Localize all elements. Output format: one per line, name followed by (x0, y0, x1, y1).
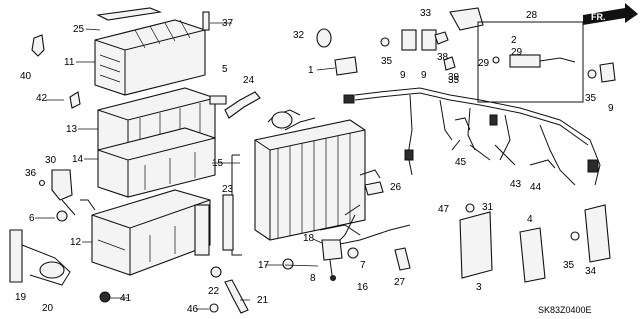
callout-18: 18 (303, 233, 315, 244)
callout-39: 39 (448, 72, 460, 83)
callout-44: 44 (530, 182, 542, 193)
callout-22: 22 (208, 286, 220, 297)
callout-46: 46 (187, 304, 199, 315)
wire-harness (343, 87, 601, 186)
callout-9a: 9 (400, 70, 406, 81)
hoses (209, 91, 411, 314)
callout-36: 36 (25, 168, 37, 179)
callout-9c: 9 (608, 103, 614, 114)
callout-23: 23 (222, 184, 234, 195)
upper-housing (94, 7, 206, 96)
diagram-code: SK83Z0400E (538, 305, 592, 315)
callout-12: 12 (70, 237, 82, 248)
callout-3: 3 (476, 282, 482, 293)
sensor-30 (51, 169, 76, 216)
callout-40: 40 (20, 71, 32, 82)
callout-14: 14 (72, 154, 84, 165)
callout-28: 28 (526, 10, 538, 21)
callout-33: 33 (420, 8, 432, 19)
callout-1: 1 (308, 65, 314, 76)
callout-11: 11 (64, 57, 75, 68)
callout-29b: 29 (478, 58, 490, 69)
callout-35c: 35 (563, 260, 575, 271)
callout-2: 2 (511, 35, 517, 46)
leader-lines (35, 22, 336, 310)
callout-24: 24 (243, 75, 255, 86)
callout-17: 17 (258, 260, 270, 271)
callout-21: 21 (257, 295, 269, 306)
callout-19: 19 (15, 292, 27, 303)
callout-15: 15 (212, 158, 224, 169)
callout-43: 43 (510, 179, 522, 190)
callout-25: 25 (73, 24, 85, 35)
callout-labels: 1 2 3 4 5 6 7 8 9 9 9 11 12 13 14 15 16 … (15, 8, 614, 315)
bracket-19-20 (9, 229, 71, 286)
valve-area (209, 204, 411, 313)
callout-5: 5 (222, 64, 228, 75)
callout-8: 8 (310, 273, 316, 284)
lower-housing (97, 127, 216, 198)
callout-35d: 35 (448, 75, 460, 86)
sensor-kit (477, 21, 584, 103)
callout-27: 27 (394, 277, 406, 288)
callout-38: 38 (437, 52, 449, 63)
relays (316, 7, 616, 241)
callout-26: 26 (390, 182, 402, 193)
drain-pan (80, 189, 211, 276)
callout-29a: 29 (511, 47, 523, 58)
callout-47: 47 (438, 204, 450, 215)
callout-7: 7 (360, 260, 366, 271)
callout-45: 45 (455, 157, 467, 168)
small-hardware (31, 11, 210, 303)
callout-4: 4 (527, 214, 533, 225)
callout-31: 31 (482, 202, 494, 213)
callout-34: 34 (585, 266, 597, 277)
callout-41: 41 (120, 293, 132, 304)
front-direction-arrow: FR. (583, 3, 638, 25)
control-units (459, 204, 611, 283)
callout-16: 16 (357, 282, 369, 293)
evaporator-core (231, 109, 381, 256)
callout-42: 42 (36, 93, 48, 104)
callout-13: 13 (66, 124, 78, 135)
callout-37: 37 (222, 18, 234, 29)
callout-35b: 35 (585, 93, 597, 104)
callout-9b: 9 (421, 70, 427, 81)
svg-text:FR.: FR. (591, 12, 606, 22)
callout-20: 20 (42, 303, 54, 314)
callout-35a: 35 (381, 56, 393, 67)
callout-30: 30 (45, 155, 57, 166)
callout-6: 6 (29, 213, 35, 224)
callout-32: 32 (293, 30, 305, 41)
